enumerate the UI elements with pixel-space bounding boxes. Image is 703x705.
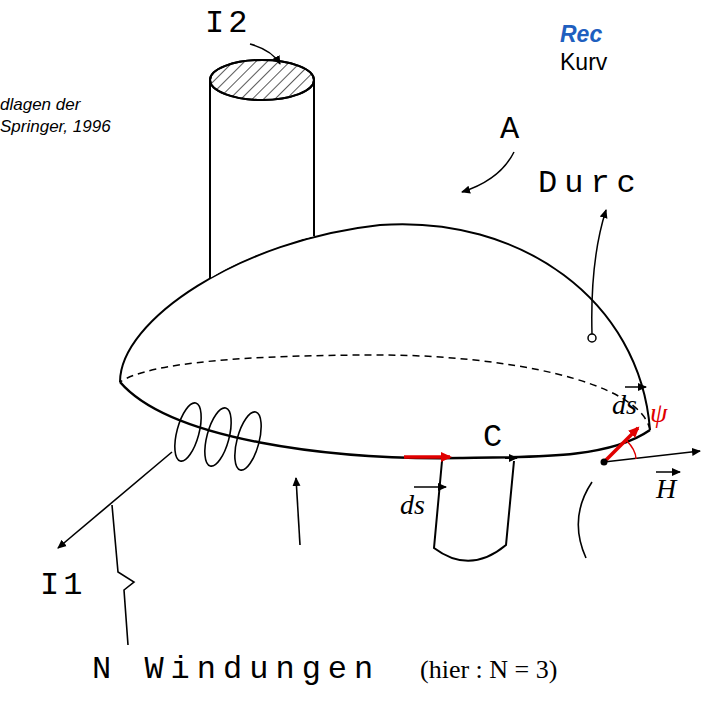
coil-windings [58,400,592,645]
heading-fragment: Rec [560,22,602,47]
current-label: I1 [40,568,86,603]
source-note: Springer, 1996 [0,118,111,137]
note-label: (hier : N = 3) [420,656,557,685]
text-fragment: Durc [538,166,643,201]
vector-label: H [656,474,676,505]
vectors [404,387,700,487]
conductor-i2 [210,60,314,278]
source-note: dlagen der [0,96,80,115]
vector-label: ds [400,490,425,521]
surface-label: A [500,112,523,147]
angle-label: ψ [650,398,667,429]
curve-label: C [483,420,506,455]
text-fragment: Kurv [560,50,607,75]
winding-label: N Windungen [92,652,380,687]
vector-label: ds [612,390,637,421]
current-label: I2 [205,6,251,41]
conductor-lower [434,461,514,561]
surface-a [120,224,650,458]
